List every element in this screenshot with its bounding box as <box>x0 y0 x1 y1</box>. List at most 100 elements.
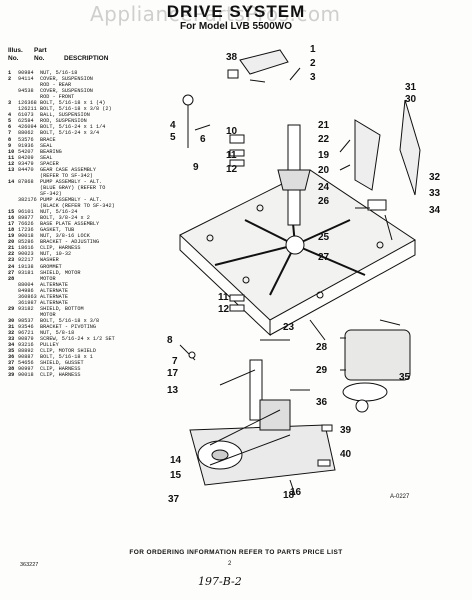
parts-cell-illus: 3 <box>8 100 12 107</box>
callout-16: 16 <box>290 487 302 498</box>
parts-cell-part: 76626 <box>18 221 34 228</box>
parts-cell-desc: CLIP, HARNESS <box>40 366 81 373</box>
parts-row: SF-342) <box>8 191 136 197</box>
parts-cell-illus: 32 <box>8 330 15 337</box>
parts-cell-part: 19138 <box>18 263 34 270</box>
parts-cell-part: 382176 <box>18 196 37 203</box>
parts-cell-part: 54207 <box>18 148 34 155</box>
parts-cell-part: 126211 <box>18 106 37 113</box>
parts-cell-illus: 21 <box>8 245 15 252</box>
parts-cell-illus: 18 <box>8 227 15 234</box>
parts-cell-illus: 20 <box>8 239 15 246</box>
parts-cell-part: 92217 <box>18 257 34 264</box>
callout-40: 40 <box>340 449 352 460</box>
parts-cell-illus: 11 <box>8 154 15 161</box>
parts-cell-illus: 15 <box>8 209 15 216</box>
parts-cell-illus: 28 <box>8 275 15 282</box>
callout-12-top: 12 <box>226 164 238 175</box>
parts-cell-part: 98537 <box>18 317 34 324</box>
parts-cell-desc: PULLEY <box>40 342 59 349</box>
parts-cell-illus: 6 <box>8 124 12 131</box>
parts-cell-part: 90018 <box>18 233 34 240</box>
parts-cell-part: 96721 <box>18 330 34 337</box>
parts-cell-desc: BOLT, 5/16-18 x 3/8 (2) <box>40 106 112 113</box>
parts-cell-illus: 30 <box>8 317 15 324</box>
parts-cell-desc: BEARING <box>40 148 62 155</box>
parts-row: (BLUE GRAY) (REFER TO <box>8 185 136 191</box>
parts-cell-desc: NUT, 10-32 <box>40 251 72 258</box>
parts-row: (REFER TO SF-342) <box>8 173 136 179</box>
parts-cell-desc: CLIP, HARNESS <box>40 372 81 379</box>
parts-cell-illus: 36 <box>8 354 15 361</box>
parts-cell-illus: 35 <box>8 348 15 355</box>
parts-cell-illus: 2 <box>8 76 12 83</box>
parts-cell-illus: 14 <box>8 178 15 185</box>
callout-39: 39 <box>340 425 352 436</box>
parts-cell-part: 90018 <box>18 372 34 379</box>
parts-cell-part: 84470 <box>18 166 34 173</box>
parts-cell-part: 90023 <box>18 251 34 258</box>
parts-cell-part: 126368 <box>18 100 37 107</box>
parts-cell-desc: ALTERNATE <box>40 299 69 306</box>
header-no-2: No. <box>34 55 45 62</box>
parts-cell-desc: GROMMET <box>40 263 62 270</box>
parts-cell-part: 53576 <box>18 136 34 143</box>
parts-cell-desc: (REFER TO SF-342) <box>40 172 93 179</box>
callout-20: 20 <box>318 165 330 176</box>
parts-cell-part: 361987 <box>18 299 37 306</box>
callout-22: 22 <box>318 134 330 145</box>
parts-cell-desc: BOLT, 5/16-18 x 1 (4) <box>40 100 106 107</box>
parts-cell-part: 62584 <box>18 118 34 125</box>
callout-17: 17 <box>167 368 179 379</box>
document-number: 363227 <box>20 562 39 568</box>
parts-cell-desc: ALTERNATE <box>40 281 69 288</box>
parts-cell-desc: NUT, 3/8-16 LOCK <box>40 233 90 240</box>
callout-32: 32 <box>429 172 441 183</box>
parts-cell-desc: COVER, SUSPENSION <box>40 76 93 83</box>
parts-cell-desc: NUT, 5/16-18 <box>40 70 78 76</box>
callout-21: 21 <box>318 120 330 131</box>
parts-cell-illus: 10 <box>8 148 15 155</box>
callout-19: 19 <box>318 150 330 161</box>
parts-cell-part: 85286 <box>18 239 34 246</box>
parts-cell-part: 90879 <box>18 336 34 343</box>
callout-11-bottom: 11 <box>218 292 229 303</box>
page-subtitle: For Model LVB 5500WO <box>179 21 293 32</box>
callout-6: 6 <box>200 134 206 145</box>
parts-cell-desc: BOLT, 5/16-18 x 1 <box>40 354 93 361</box>
parts-cell-desc: SEAL <box>40 142 53 149</box>
parts-cell-part: 91936 <box>18 142 34 149</box>
parts-cell-illus: 13 <box>8 166 15 173</box>
parts-cell-illus: 24 <box>8 263 15 270</box>
parts-cell-part: 90887 <box>18 354 34 361</box>
parts-cell-illus: 38 <box>8 366 15 373</box>
callout-5: 5 <box>170 132 176 143</box>
parts-cell-illus: 16 <box>8 215 15 222</box>
callout-30: 30 <box>405 94 417 105</box>
header-illus: Illus. <box>8 47 23 54</box>
